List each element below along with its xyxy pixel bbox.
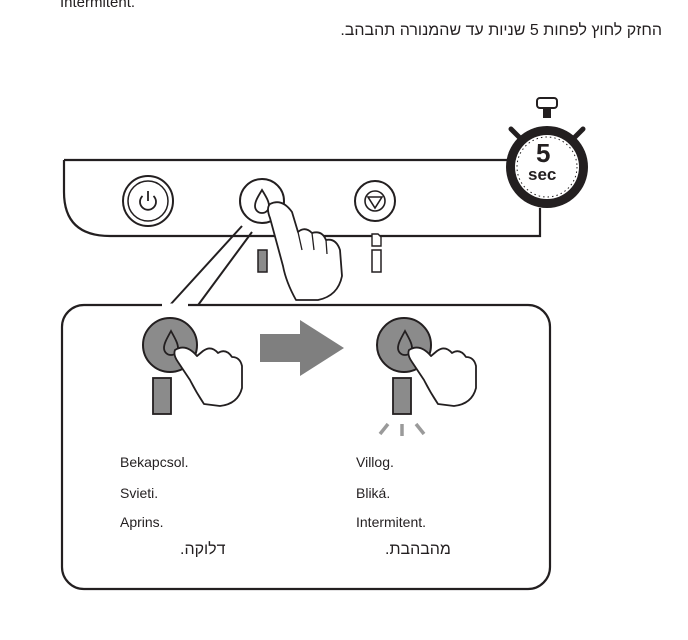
after-line-2: Bliká. [356, 485, 391, 501]
stop-button[interactable] [354, 180, 396, 222]
before-hebrew: דלוקה. [180, 541, 226, 558]
pressing-hand-icon [173, 346, 243, 407]
lamp-on [152, 377, 172, 415]
ink-lamp [257, 249, 268, 273]
previous-text-fragment: Intermitent. [60, 0, 136, 11]
instruction-text: החזק לחוץ לפחות 5 שניות עד שהמנורה תהבהב… [340, 22, 662, 39]
stopwatch-icon [506, 97, 588, 208]
pressing-hand-icon [407, 346, 477, 407]
before-line-2: Svieti. [120, 485, 159, 501]
timer-number: 5 [536, 138, 551, 168]
before-line-1: Bekapcsol. [120, 454, 189, 470]
pressing-hand-icon [267, 201, 343, 301]
paper-icon [371, 233, 382, 247]
arrow-right-icon [260, 320, 344, 376]
power-button[interactable] [122, 175, 174, 227]
before-line-3: Aprins. [120, 514, 164, 530]
after-line-1: Villog. [356, 454, 394, 470]
lamp-flashing [392, 377, 412, 415]
timer-unit: sec [528, 165, 557, 184]
power-icon [139, 191, 157, 211]
paper-lamp [371, 249, 382, 273]
ink-drop-icon [254, 188, 270, 214]
panel-outline [62, 158, 542, 238]
stop-icon [366, 196, 384, 210]
after-line-3: Intermitent. [356, 514, 427, 530]
after-hebrew: מהבהבת. [385, 541, 451, 558]
flash-rays [378, 422, 426, 436]
